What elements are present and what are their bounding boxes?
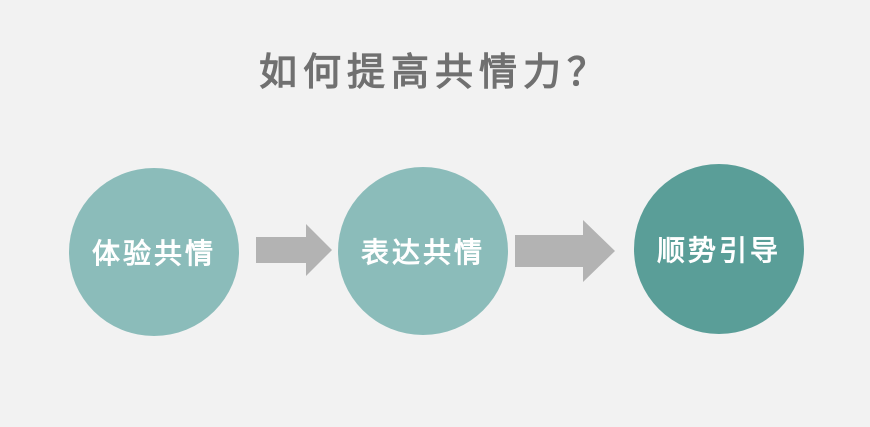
diagram-title: 如何提高共情力？ xyxy=(258,50,611,94)
arrow-right-icon xyxy=(256,224,332,276)
step-label-1: 体验共情 xyxy=(91,237,216,270)
step-label-2: 表达共情 xyxy=(360,236,485,269)
step-circle-1: 体验共情 xyxy=(69,168,239,336)
step-circle-3: 顺势引导 xyxy=(634,164,804,334)
step-label-3: 顺势引导 xyxy=(656,234,781,267)
arrow-right-icon xyxy=(515,220,615,282)
step-circle-2: 表达共情 xyxy=(338,167,508,335)
